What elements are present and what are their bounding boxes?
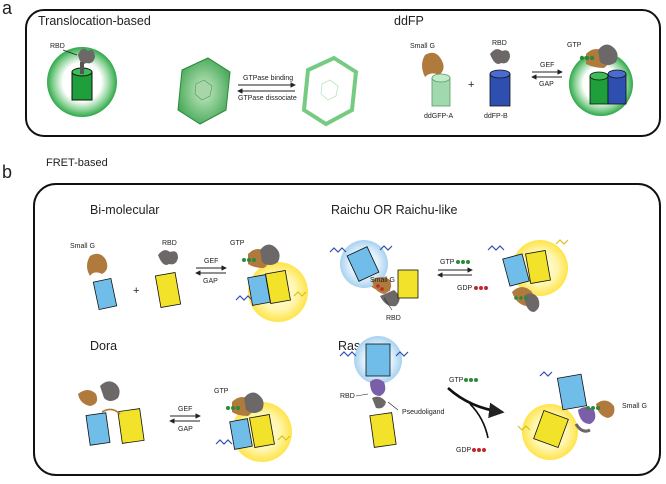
cell-membrane xyxy=(301,55,359,127)
translocation-title: Translocation-based xyxy=(38,14,151,28)
dora-title: Dora xyxy=(90,339,117,353)
bimolecular-small-g-label: Small G xyxy=(70,243,95,250)
raichu-title: Raichu OR Raichu-like xyxy=(331,203,457,217)
bimolecular-rbd-shape xyxy=(158,250,178,265)
bimolecular-small-g-shape xyxy=(87,253,108,276)
ddfp-b-barrel xyxy=(489,69,511,107)
fret-section-title: FRET-based xyxy=(46,157,108,169)
ddfp-rbd-shape xyxy=(490,49,510,64)
panel-a-letter: a xyxy=(2,0,13,18)
raichu-arrows: GTP GDP xyxy=(437,259,488,292)
rasar-gdp-label: GDP xyxy=(456,447,472,454)
raichu-gtp-label: GTP xyxy=(440,259,455,266)
raichu-inactive-sensor: Small G RBD xyxy=(329,240,419,322)
membrane-glow-sensor: RBD xyxy=(47,43,117,117)
rasar-inactive-sensor: RBD Pseudoligand xyxy=(339,336,445,448)
dora-arrows: GEF GAP xyxy=(169,406,201,433)
ddfp-title: ddFP xyxy=(394,14,424,28)
arrow-gtpase-dissociate: GTPase dissociate xyxy=(238,95,297,102)
ddfp-rbd-label: RBD xyxy=(492,40,507,47)
raichu-small-g-label: Small G xyxy=(370,277,395,284)
bimolecular-title: Bi-molecular xyxy=(90,203,159,217)
dora-gap-label: GAP xyxy=(178,426,193,433)
ddgfp-a-label: ddGFP-A xyxy=(424,113,454,120)
bimolecular-yfp-barrel xyxy=(154,272,182,308)
ddfp-complex-glowing: GTP xyxy=(567,42,633,116)
dora-gef-label: GEF xyxy=(178,406,192,413)
dora-gtp-label: GTP xyxy=(214,388,229,395)
panel-b-frame xyxy=(33,183,661,476)
ddgfp-a-barrel xyxy=(431,73,451,107)
dora-active-sensor: GTP xyxy=(214,388,292,462)
bimolecular-cfp-barrel xyxy=(92,277,118,311)
ddfp-small-g-shape xyxy=(422,52,444,77)
ddfp-arrows: GEF GAP xyxy=(531,62,563,88)
ddfp-gef-label: GEF xyxy=(540,62,554,69)
rasar-exchange-arrows: GTP GDP xyxy=(447,377,505,454)
bimolecular-gef-label: GEF xyxy=(204,258,218,265)
rbd-shape xyxy=(78,48,95,64)
arrow-gtpase-binding: GTPase binding xyxy=(243,75,293,82)
bimolecular-fret-complex: GTP xyxy=(230,240,308,322)
rasar-rbd-label: RBD xyxy=(340,393,355,400)
rasar-gtp-label: GTP xyxy=(449,377,464,384)
bimolecular-arrows: GEF GAP xyxy=(195,258,227,285)
ddfp-gtp-label: GTP xyxy=(567,42,582,49)
rasar-small-g-label: Small G xyxy=(622,403,647,410)
ddfp-small-g-label: Small G xyxy=(410,43,435,50)
gtp-molecule-ddfp xyxy=(579,55,595,61)
ddfp-gap-label: GAP xyxy=(539,81,554,88)
rasar-active-sensor: Small G xyxy=(517,371,647,460)
bimolecular-rbd-label: RBD xyxy=(162,240,177,247)
raichu-gdp-label: GDP xyxy=(457,285,473,292)
dora-inactive-sensor xyxy=(78,381,145,446)
raichu-rbd-label: RBD xyxy=(386,315,401,322)
bimolecular-plus: + xyxy=(133,285,139,297)
raichu-active-sensor xyxy=(487,239,569,312)
cell-cytosolic xyxy=(177,57,231,125)
panel-b-letter: b xyxy=(2,162,12,182)
bimolecular-gtp-label: GTP xyxy=(230,240,245,247)
translocation-arrows: GTPase binding GTPase dissociate xyxy=(237,75,297,102)
bimolecular-gap-label: GAP xyxy=(203,278,218,285)
panel-a-frame xyxy=(25,9,661,137)
rbd-label-translocation: RBD xyxy=(50,43,65,50)
ddfp-plus: + xyxy=(468,79,474,91)
ddfp-b-label: ddFP-B xyxy=(484,113,508,120)
rasar-pseudoligand-label: Pseudoligand xyxy=(402,409,445,416)
